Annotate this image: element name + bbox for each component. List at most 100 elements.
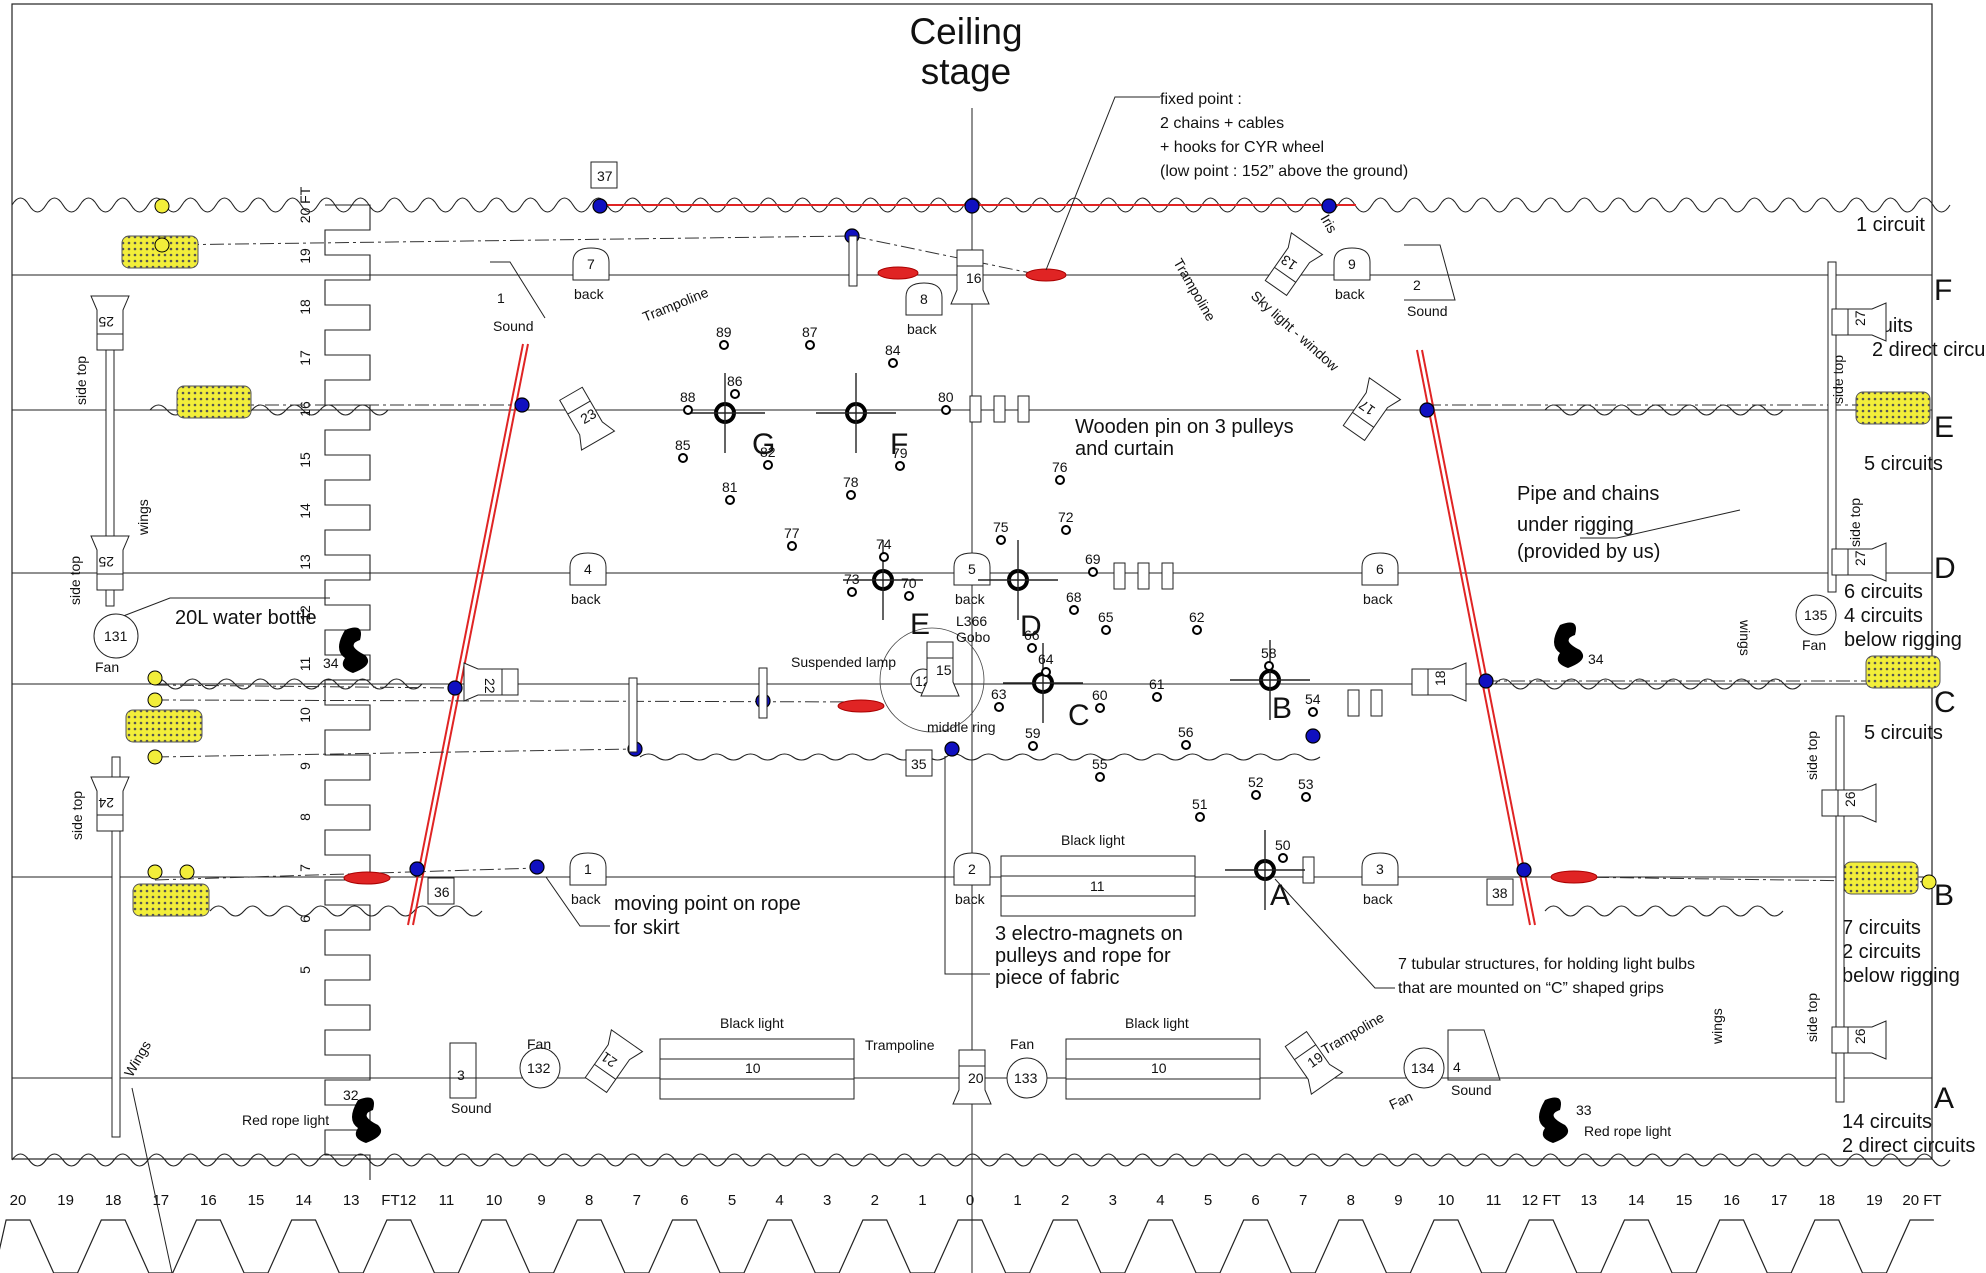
fixture-body (950, 249, 990, 305)
side-tick-label: 20 FT (297, 186, 313, 223)
back-light-2 (953, 852, 991, 886)
circuits-e-1: 5 circuits (1864, 453, 1943, 475)
rigging-point (529, 859, 545, 875)
rigging-point (514, 397, 530, 413)
light-bulb-num: 70 (901, 575, 917, 591)
light-bulb-62 (1192, 625, 1202, 635)
fixture-15: 15 (920, 641, 960, 697)
light-bulb-num: 60 (1092, 687, 1108, 703)
label-suspended-lamp: Suspended lamp (791, 654, 896, 670)
bottom-tick-label: 20 (10, 1192, 27, 1209)
bottom-tick-label: 4 (1156, 1192, 1164, 1209)
wings-leader (131, 1087, 173, 1273)
sound-box-2 (1404, 244, 1456, 301)
light-bulb-70 (904, 591, 914, 601)
back-light-num: 7 (587, 256, 595, 272)
box-38 (1486, 878, 1514, 906)
light-bulb-50 (1278, 853, 1288, 863)
back-label: back (1363, 591, 1394, 607)
side-poles (105, 235, 1845, 1138)
note-moving-1: moving point on rope (614, 893, 801, 915)
light-bulb-num: 63 (991, 686, 1007, 702)
label-sound-1: Sound (493, 318, 533, 334)
fixture-num: 24 (98, 795, 114, 811)
light-bulb-69 (1088, 567, 1098, 577)
sandbag (125, 709, 203, 743)
fan-label-3: Fan (527, 1036, 551, 1052)
pole (111, 756, 121, 1138)
fixture-num: 18 (1432, 670, 1448, 686)
side-tick-label: 13 (297, 554, 313, 570)
yb-marker (147, 692, 163, 708)
fan-132 (519, 1047, 561, 1089)
yb-marker (179, 864, 195, 880)
light-bulb-num: 88 (680, 389, 696, 405)
light-bulb-num: 64 (1038, 651, 1054, 667)
note-tubular-2: that are mounted on “C” shaped grips (1398, 980, 1664, 997)
back-light-num: 3 (1376, 861, 1384, 877)
back-light-4 (569, 552, 607, 586)
pin-block (1347, 689, 1360, 717)
circuits-c-1: 5 circuits (1864, 722, 1943, 744)
light-bulb-num: 69 (1085, 551, 1101, 567)
side-tick-label: 14 (297, 503, 313, 519)
red-marker (837, 699, 885, 713)
circuits-d-3: below rigging (1844, 629, 1962, 651)
dashdot-line (154, 867, 538, 881)
light-bulb-76 (1055, 475, 1065, 485)
light-bulb-num: 86 (727, 373, 743, 389)
circuits-b-2: 2 circuits (1842, 941, 1921, 963)
red-marker (343, 871, 391, 885)
label-l366-gobo: L366 (956, 613, 987, 629)
row-letter-b: B (1934, 879, 1954, 912)
label-red-rope-light-1: Red rope light (242, 1112, 329, 1128)
bar-11: 11 (1090, 878, 1105, 894)
bottom-tick-label: 7 (1299, 1192, 1307, 1209)
structure-letter: A (1270, 879, 1290, 912)
back-light-num: 5 (968, 561, 976, 577)
label-sky-light: Sky light - window (1248, 287, 1343, 374)
back-light-8 (905, 282, 943, 316)
bottom-tick-label: 20 FT (1902, 1192, 1941, 1209)
bottom-tick-label: 9 (537, 1192, 545, 1209)
fixture-27: 27 (1831, 542, 1887, 582)
light-bulb-64 (1041, 667, 1051, 677)
fixture-body (952, 1049, 992, 1105)
light-bulb-num: 52 (1248, 774, 1264, 790)
bottom-tick-label: 17 (1771, 1192, 1788, 1209)
pin-block (993, 395, 1006, 423)
fixture-body (584, 1028, 644, 1094)
light-bulb-80 (941, 405, 951, 415)
dashdot-line (851, 235, 1041, 276)
note-magnets-1: 3 electro-magnets on (995, 923, 1183, 945)
structure-letter: F (890, 428, 908, 461)
bottom-tick-label: 6 (680, 1192, 688, 1209)
box-38-label: 38 (1492, 885, 1508, 901)
side-tick-label: 7 (297, 864, 313, 872)
light-bulb-num: 55 (1092, 756, 1108, 772)
note-pipe-1: Pipe and chains (1517, 483, 1659, 505)
light-bulb-num: 53 (1298, 776, 1314, 792)
rigging-point (1478, 673, 1494, 689)
fixture-body (90, 776, 130, 832)
fixture-25: 25 (90, 295, 130, 351)
pin-block (1017, 395, 1030, 423)
light-bulb-num: 54 (1305, 691, 1321, 707)
fixture-num: 27 (1852, 310, 1868, 326)
fixture-26: 26 (1821, 783, 1877, 823)
squiggle-num-34b: 34 (1588, 651, 1604, 667)
label-sound-2: Sound (1407, 303, 1447, 319)
squiggle (352, 1097, 382, 1143)
light-bulb-num: 61 (1149, 676, 1165, 692)
back-light-5 (953, 552, 991, 586)
back-lights: 7back9back8back4back5back6back1back2back… (569, 247, 1399, 907)
black-light-11 (1000, 855, 1196, 917)
pole (848, 235, 858, 287)
bottom-tick-label: 8 (585, 1192, 593, 1209)
light-bulb-60 (1095, 703, 1105, 713)
fixture-divider (1352, 411, 1375, 428)
fixture-22: 22 (463, 662, 519, 702)
side-tick-label: 16 (297, 401, 313, 417)
